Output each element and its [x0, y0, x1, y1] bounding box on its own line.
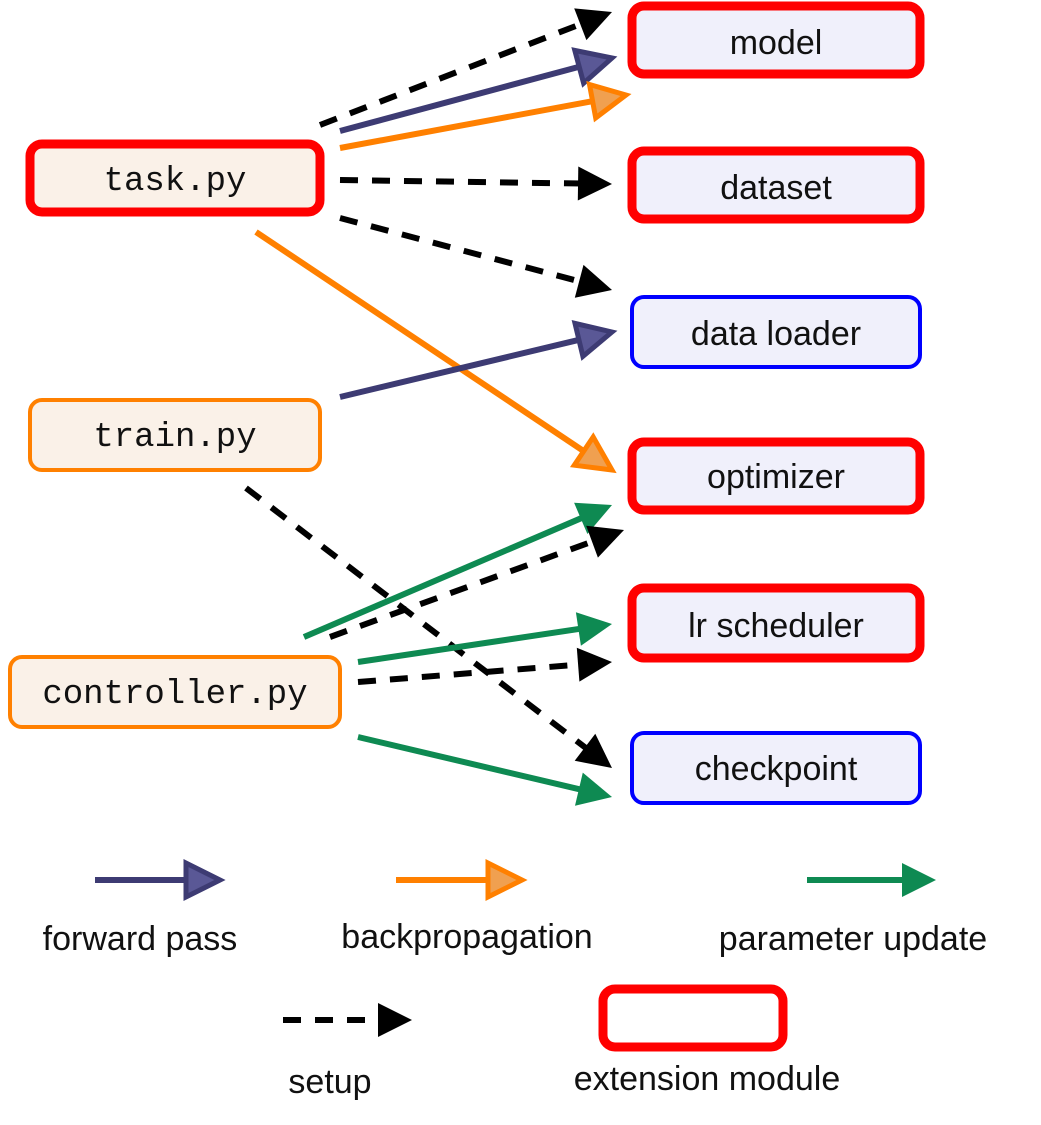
edges-layer — [244, 8, 632, 806]
edge-train-data_loader-forward — [339, 320, 618, 400]
node-optimizer[interactable]: optimizer — [627, 437, 925, 515]
arrowhead-icon — [586, 80, 632, 123]
node-model[interactable]: model — [627, 1, 925, 79]
legend-forward-arrow — [95, 858, 226, 902]
arrowhead-icon — [902, 863, 936, 897]
update-arrow-icon — [807, 863, 936, 897]
legend-extension: extension module — [574, 984, 841, 1098]
node-lr-scheduler[interactable]: lr scheduler — [627, 583, 925, 663]
legend-forward-label: forward pass — [43, 920, 238, 958]
arrowhead-icon — [485, 858, 528, 902]
setup-arrow-icon — [283, 1003, 412, 1037]
arrowhead-icon — [183, 858, 226, 902]
legend-setup: setup — [283, 1003, 412, 1101]
legend-forward: forward pass — [43, 858, 238, 958]
arrowhead-icon — [574, 733, 612, 768]
edge-controller-lr_scheduler-setup-line — [357, 661, 583, 685]
edge-task-model-backprop-line — [339, 97, 598, 151]
edge-task-dataset-setup-line — [339, 177, 583, 187]
arrowhead-icon — [577, 166, 612, 201]
edge-task-model-setup — [318, 8, 612, 128]
node-checkpoint[interactable]: checkpoint — [630, 731, 922, 805]
edge-task-optimizer-backprop-line — [254, 229, 589, 456]
legend-extension-label: extension module — [574, 1060, 841, 1098]
arrowhead-icon — [571, 47, 618, 88]
edge-train-data_loader-forward-line — [339, 336, 584, 400]
edge-controller-optimizer-update — [302, 502, 612, 640]
node-train-label: train.py — [93, 419, 256, 457]
node-controller-label: controller.py — [42, 676, 307, 714]
node-optimizer-label: optimizer — [707, 458, 845, 496]
legend-backprop-arrow — [396, 858, 528, 902]
edge-task-model-backprop — [339, 80, 632, 151]
edge-task-data_loader-setup-line — [339, 215, 584, 286]
backprop-arrow-icon — [396, 858, 528, 902]
node-controller[interactable]: controller.py — [8, 655, 342, 729]
edge-task-data_loader-setup — [339, 215, 612, 298]
arrowhead-icon — [569, 432, 617, 474]
node-train[interactable]: train.py — [28, 398, 322, 472]
node-task-label: task.py — [104, 163, 247, 201]
legend-backprop: backpropagation — [341, 858, 593, 956]
edge-controller-lr_scheduler-update-line — [357, 625, 583, 665]
node-data-loader[interactable]: data loader — [630, 295, 922, 369]
arrowhead-icon — [378, 1003, 412, 1037]
legend-update: parameter update — [719, 863, 987, 958]
edge-controller-optimizer-update-line — [302, 514, 586, 640]
edge-controller-lr_scheduler-update — [357, 612, 612, 665]
forward-arrow-icon — [95, 858, 226, 902]
node-checkpoint-label: checkpoint — [695, 750, 858, 788]
edge-controller-lr_scheduler-setup — [357, 647, 612, 685]
edge-task-dataset-setup — [339, 166, 612, 201]
legend-update-arrow — [807, 863, 936, 897]
arrowhead-icon — [574, 502, 612, 534]
node-dataset-label: dataset — [720, 169, 832, 207]
edge-train-checkpoint-setup-line — [244, 485, 590, 753]
edge-task-optimizer-backprop — [254, 229, 617, 474]
legend: forward pass backpropagation parameter u… — [43, 858, 987, 1101]
edge-controller-optimizer-setup-line — [328, 537, 597, 640]
arrowhead-icon — [575, 772, 612, 806]
arrowhead-icon — [574, 264, 612, 298]
node-lr-scheduler-label: lr scheduler — [688, 607, 864, 645]
arrowhead-icon — [575, 612, 612, 646]
edge-task-model-forward — [339, 47, 618, 134]
extension-box-icon — [598, 984, 788, 1052]
edge-controller-checkpoint-update — [357, 734, 612, 806]
legend-setup-label: setup — [288, 1063, 371, 1101]
legend-update-label: parameter update — [719, 920, 987, 958]
node-data-loader-label: data loader — [691, 315, 861, 353]
edge-task-model-forward-line — [339, 62, 584, 134]
arrowhead-icon — [574, 8, 612, 41]
arrowhead-icon — [571, 320, 618, 361]
node-model-label: model — [730, 24, 823, 62]
legend-backprop-label: backpropagation — [341, 918, 592, 956]
node-task[interactable]: task.py — [25, 139, 325, 217]
edge-train-checkpoint-setup — [244, 485, 612, 768]
arrowhead-icon — [576, 647, 612, 682]
edge-task-model-setup-line — [318, 20, 586, 128]
edge-controller-checkpoint-update-line — [357, 734, 584, 794]
node-dataset[interactable]: dataset — [627, 146, 925, 224]
legend-setup-arrow — [283, 1003, 412, 1037]
edge-controller-optimizer-setup — [328, 525, 624, 640]
arrowhead-icon — [586, 525, 624, 558]
